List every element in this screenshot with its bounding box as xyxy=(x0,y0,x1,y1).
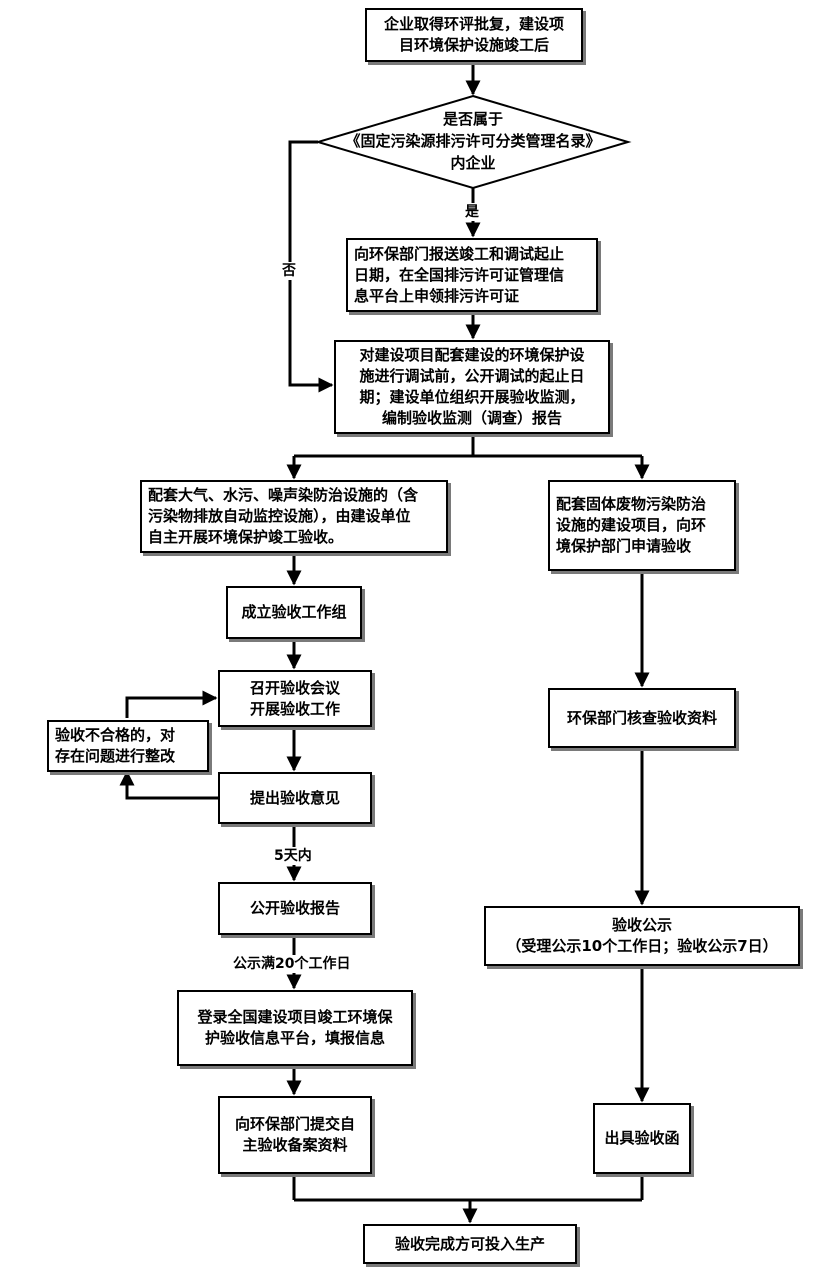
node-report-dates: 向环保部门报送竣工和调试起止 日期，在全国排污许可证管理信 息平台上申领排污许可… xyxy=(346,238,598,312)
node-submit: 向环保部门提交自 主验收备案资料 xyxy=(218,1096,372,1174)
node-opinion: 提出验收意见 xyxy=(218,772,372,824)
node-review: 环保部门核查验收资料 xyxy=(548,688,736,748)
label-yes: 是 xyxy=(465,203,479,221)
node-start: 企业取得环评批复，建设项 目环境保护设施竣工后 xyxy=(365,8,583,62)
node-register: 登录全国建设项目竣工环境保 护验收信息平台，填报信息 xyxy=(177,990,413,1066)
edge-decision-no xyxy=(288,140,334,393)
label-twenty-days: 公示满20个工作日 xyxy=(233,955,351,973)
node-meeting: 召开验收会议 开展验收工作 xyxy=(218,670,372,727)
node-prep: 对建设项目配套建设的环境保护设 施进行调试前，公开调试的起止日 期；建设单位组织… xyxy=(334,340,610,434)
node-end: 验收完成方可投入生产 xyxy=(363,1224,577,1264)
node-self-acceptance: 配套大气、水污、噪声染防治设施的（含 污染物排放自动监控设施），由建设单位 自主… xyxy=(140,480,448,553)
node-publish: 公开验收报告 xyxy=(218,882,372,935)
decision-label: 是否属于 《固定污染源排污许可分类管理名录》 内企业 xyxy=(345,110,601,172)
node-solid-waste: 配套固体废物污染防治 设施的建设项目，向环 境保护部门申请验收 xyxy=(548,480,736,571)
node-rectify: 验收不合格的，对 存在问题进行整改 xyxy=(47,720,209,772)
edge-opinion-rectify xyxy=(119,770,218,800)
node-announce: 验收公示 （受理公示10个工作日；验收公示7日） xyxy=(484,906,800,966)
edge-rectify-meeting xyxy=(125,690,218,718)
label-no: 否 xyxy=(282,262,296,280)
node-letter: 出具验收函 xyxy=(593,1103,691,1174)
label-five-days: 5天内 xyxy=(274,847,312,865)
node-work-group: 成立验收工作组 xyxy=(226,586,362,639)
